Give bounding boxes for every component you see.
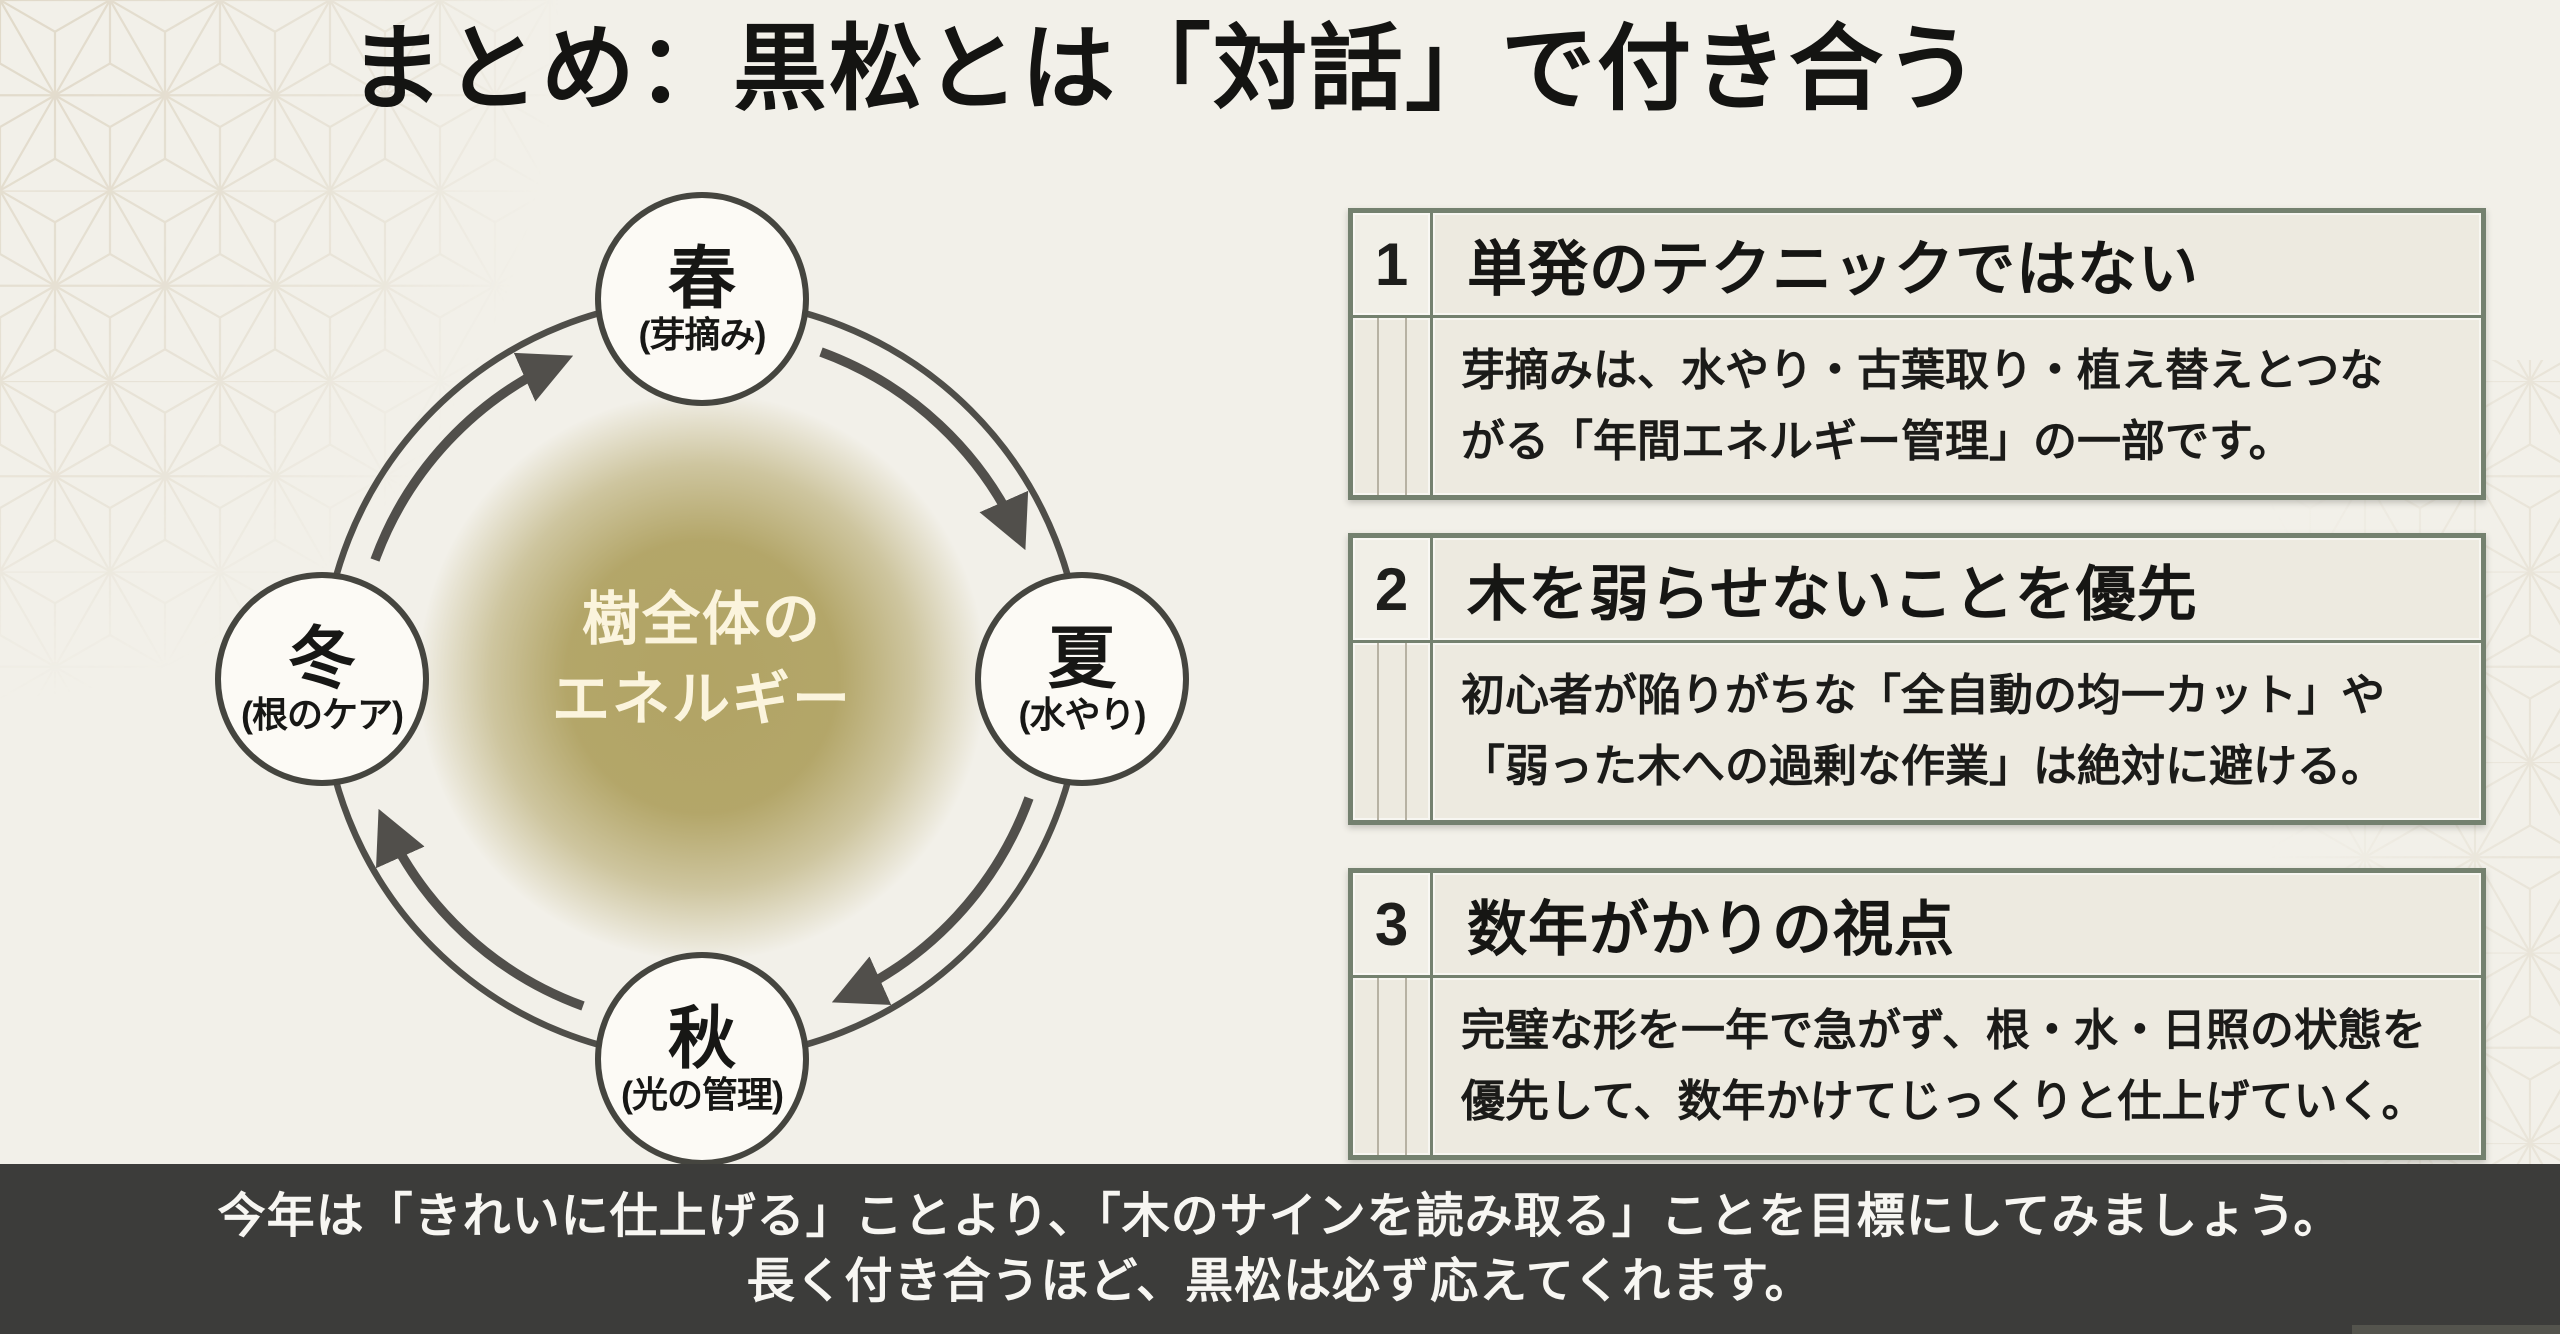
slide-title: まとめ：黒松とは「対話」で付き合う (348, 18, 1981, 122)
season-task: (光の管理) (621, 1073, 784, 1115)
arrow-winter-to-spring (370, 352, 574, 562)
footer-message-bar: 今年は「きれいに仕上げる」ことより、「木のサインを読み取る」ことを目標にしてみま… (0, 1164, 2560, 1334)
arrow-spring-to-summer (819, 347, 1029, 551)
point-body: 初心者が陥りがちな「全自動の均一カット」や 「弱った木への過剰な作業」は絶対に避… (1433, 643, 2481, 820)
point-heading: 木を弱らせないことを優先 (1433, 538, 2481, 640)
center-energy-line2: エネルギー (551, 667, 852, 733)
point-number: 3 (1353, 873, 1430, 975)
energy-glow-circle (402, 377, 1002, 977)
point-number: 2 (1353, 538, 1430, 640)
footer-line2: 長く付き合うほど、黒松は必ず応えてくれます。 (746, 1255, 1814, 1308)
season-name: 夏 (1047, 620, 1116, 697)
footer-corner-strip (2352, 1325, 2560, 1334)
point-heading: 単発のテクニックではない (1433, 213, 2481, 315)
ledger-rule-cell (1353, 978, 1430, 1155)
point-body: 完璧な形を一年で急がず、根・水・日照の状態を 優先して、数年かけてじっくりと仕上… (1433, 978, 2481, 1155)
point-box-2: 2 木を弱らせないことを優先 初心者が陥りがちな「全自動の均一カット」や 「弱っ… (1348, 533, 2486, 825)
season-node-autumn: 秋 (光の管理) (595, 952, 809, 1166)
ledger-rule-cell (1353, 643, 1430, 820)
point-body: 芽摘みは、水やり・古葉取り・植え替えとつな がる「年間エネルギー管理」の一部です… (1433, 318, 2481, 495)
season-node-summer: 夏 (水やり) (975, 572, 1189, 786)
season-name: 冬 (287, 620, 356, 697)
point-box-3: 3 数年がかりの視点 完璧な形を一年で急がず、根・水・日照の状態を 優先して、数… (1348, 868, 2486, 1160)
season-task: (根のケア) (241, 693, 404, 735)
season-task: (芽摘み) (638, 313, 767, 355)
center-energy-line1: 樹全体の (581, 587, 822, 652)
arrow-autumn-to-winter (376, 808, 585, 1011)
point-box-1: 1 単発のテクニックではない 芽摘みは、水やり・古葉取り・植え替えとつな がる「… (1348, 208, 2486, 500)
center-energy-label: 樹全体の エネルギー (452, 580, 952, 740)
footer-line1: 今年は「きれいに仕上げる」ことより、「木のサインを読み取る」ことを目標にしてみま… (217, 1189, 2343, 1243)
ledger-rule-cell (1353, 318, 1430, 495)
season-name: 秋 (667, 1000, 736, 1077)
season-node-spring: 春 (芽摘み) (595, 192, 809, 406)
season-name: 春 (667, 240, 736, 317)
season-task: (水やり) (1018, 693, 1147, 735)
point-heading: 数年がかりの視点 (1433, 873, 2481, 975)
point-number: 1 (1353, 213, 1430, 315)
season-node-winter: 冬 (根のケア) (215, 572, 429, 786)
arrow-summer-to-autumn (831, 796, 1034, 1005)
